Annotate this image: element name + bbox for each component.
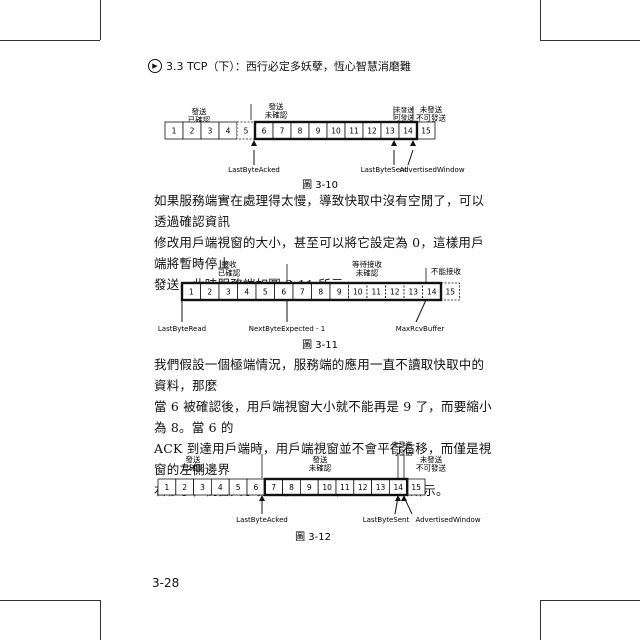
cell — [254, 121, 274, 140]
paragraph-line: 修改用戶端視窗的大小，甚至可以將它設定為 0，這樣用戶端將暫時停止 — [154, 235, 484, 271]
cell-label: 4 — [226, 127, 231, 136]
crop-mark — [540, 40, 640, 41]
page-number: 3-28 — [152, 576, 180, 590]
pointer-label: AdvertisedWindow — [415, 516, 480, 524]
paragraph-line: 當 6 被確認後，用戶端視窗大小就不能再是 9 了，而要縮小為 8。當 6 的 — [154, 399, 492, 435]
cell — [218, 121, 238, 140]
cell — [416, 121, 436, 140]
cell — [290, 121, 310, 140]
group-label: 發送未確認 — [265, 101, 288, 120]
pointer-label: LastByteAcked — [228, 166, 280, 174]
pointer-label: AdvertisedWindow — [399, 166, 464, 174]
cell-label: 7 — [280, 127, 285, 136]
paragraph-line: 如果服務端實在處理得太慢，導致快取中沒有空閒了，可以透過確認資訊 — [154, 193, 485, 229]
cell — [200, 121, 220, 140]
group-label: 發送已確認 — [188, 106, 211, 125]
play-circle-icon: ▶ — [148, 59, 162, 73]
cell-label: 14 — [403, 127, 413, 136]
cell-label: 2 — [190, 127, 195, 136]
crop-mark — [0, 40, 100, 41]
cell-label: 5 — [244, 127, 249, 136]
cell — [398, 121, 418, 140]
crop-mark — [0, 600, 100, 601]
cell — [362, 121, 382, 140]
crop-mark — [540, 0, 541, 40]
group-label: 未發送可發送 — [394, 105, 414, 121]
paragraph-line: ACK 到達用戶端時，用戶端視窗並不會平行右移，而僅是視窗的左側邊界 — [154, 441, 492, 477]
cell-label: 8 — [298, 127, 303, 136]
header-text: 3.3 TCP（下）：西行必定多妖孽，恆心智慧消磨難 — [166, 60, 411, 73]
paragraph-1: 如果服務端實在處理得太慢，導致快取中沒有空閒了，可以透過確認資訊 修改用戶端視窗… — [154, 190, 494, 295]
paragraph-line: 右移了，視窗大小從 9 變成了 8，如圖 3-12 所示。 — [154, 483, 449, 498]
cell — [308, 121, 328, 140]
figure-caption: 圖 3-12 — [295, 531, 331, 543]
cell-label: 6 — [262, 127, 267, 136]
window-outline — [253, 120, 419, 141]
cell — [182, 121, 202, 140]
cell-label: 3 — [208, 127, 213, 136]
cell-label: 13 — [385, 127, 395, 136]
pointer-label: LastByteSent — [363, 516, 410, 524]
cell — [344, 121, 364, 140]
crop-mark — [540, 600, 541, 640]
cell-label: 15 — [421, 127, 431, 136]
pointer-label: LastByteRead — [158, 325, 206, 333]
cell — [164, 121, 184, 140]
crop-mark — [100, 600, 101, 640]
figure-caption: 圖 3-11 — [302, 339, 338, 351]
pointer-label: MaxRcvBuffer — [396, 325, 445, 333]
pointer-label: LastByteAcked — [236, 516, 288, 524]
cell — [380, 121, 400, 140]
paragraph-2: 我們假設一個極端情況，服務端的應用一直不讀取快取中的資料，那麼 當 6 被確認後… — [154, 354, 494, 501]
pointer-label: NextByteExpected - 1 — [249, 325, 325, 333]
cell — [236, 121, 256, 140]
pointer-label: LastByteSent — [361, 166, 408, 174]
group-label: 未發送不可發送 — [416, 104, 446, 123]
cell-label: 10 — [331, 127, 341, 136]
paragraph-line: 發送，此時服務端如圖 3-11 所示。 — [154, 277, 357, 292]
crop-mark — [540, 600, 640, 601]
cell-label: 1 — [172, 127, 177, 136]
crop-mark — [100, 0, 101, 40]
cell-label: 12 — [367, 127, 377, 136]
cell — [272, 121, 292, 140]
cell-label: 11 — [349, 127, 359, 136]
running-header: ▶ 3.3 TCP（下）：西行必定多妖孽，恆心智慧消磨難 — [148, 58, 411, 74]
cell — [326, 121, 346, 140]
paragraph-line: 我們假設一個極端情況，服務端的應用一直不讀取快取中的資料，那麼 — [154, 357, 485, 393]
cell-label: 9 — [316, 127, 321, 136]
